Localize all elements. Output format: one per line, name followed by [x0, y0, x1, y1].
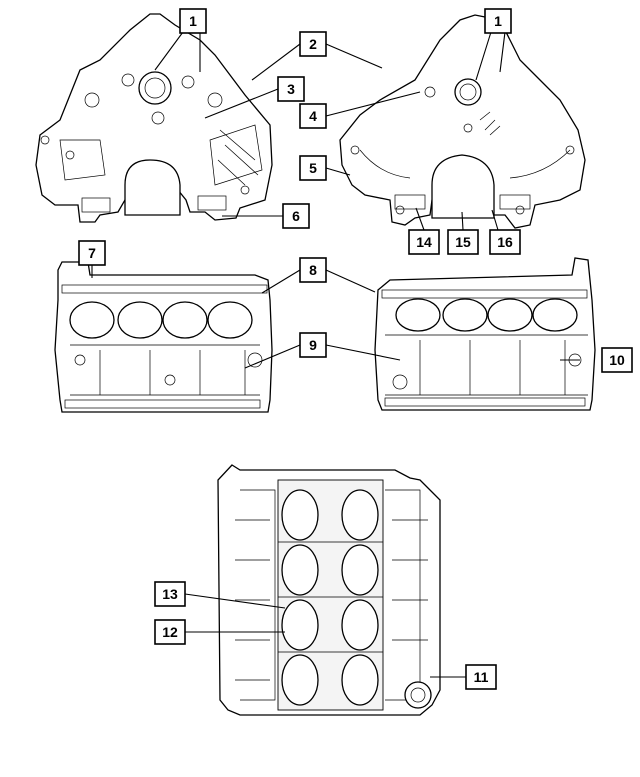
callout-label-14: 14: [416, 234, 432, 250]
callout-label-10: 10: [609, 352, 625, 368]
engine-block-left-side-view: [54, 261, 273, 413]
callout-15: 15: [447, 229, 479, 255]
callout-labels: 1 1 2 3 4 5 6 7 8 9 10 11 12 13 14 15 16: [78, 8, 633, 690]
callout-7: 7: [78, 240, 106, 266]
callout-label-1b: 1: [494, 13, 502, 29]
callout-label-8: 8: [309, 262, 317, 278]
engine-block-rear-view: [339, 14, 586, 229]
callout-label-4: 4: [309, 108, 317, 124]
callout-label-6: 6: [292, 208, 300, 224]
callout-9: 9: [299, 332, 327, 358]
callout-label-9: 9: [309, 337, 317, 353]
callout-1a: 1: [179, 8, 207, 34]
callout-2: 2: [299, 31, 327, 57]
callout-label-7: 7: [88, 245, 96, 261]
leader-lines: [91, 31, 580, 678]
callout-13: 13: [154, 581, 186, 607]
callout-11: 11: [465, 664, 497, 690]
callout-label-16: 16: [497, 234, 513, 250]
engine-block-right-side-view: [374, 257, 596, 411]
callout-4: 4: [299, 103, 327, 129]
callout-label-12: 12: [162, 624, 178, 640]
callout-label-5: 5: [309, 160, 317, 176]
callout-label-13: 13: [162, 586, 178, 602]
callout-6: 6: [282, 203, 310, 229]
callout-10: 10: [601, 347, 633, 373]
callout-3: 3: [277, 76, 305, 102]
callout-label-3: 3: [287, 81, 295, 97]
callout-label-2: 2: [309, 36, 317, 52]
callout-label-15: 15: [455, 234, 471, 250]
callout-label-1a: 1: [189, 13, 197, 29]
callout-5: 5: [299, 155, 327, 181]
callout-12: 12: [154, 619, 186, 645]
callout-label-11: 11: [474, 669, 489, 685]
callout-16: 16: [489, 229, 521, 255]
callout-14: 14: [408, 229, 440, 255]
callout-8: 8: [299, 257, 327, 283]
callout-1b: 1: [484, 8, 512, 34]
engine-block-front-view: [35, 13, 273, 223]
engine-block-bottom-view: [217, 464, 441, 716]
